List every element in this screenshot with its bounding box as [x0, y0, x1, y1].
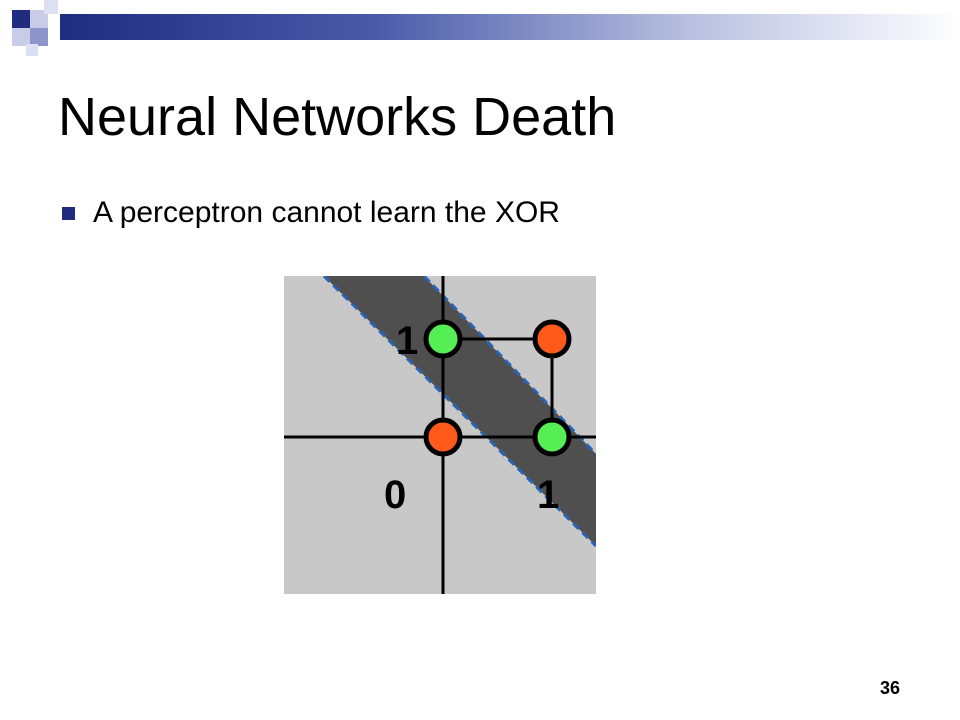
axis-label-x1: 1	[537, 473, 559, 517]
decor-square-mid	[30, 28, 48, 46]
point-1-0	[532, 417, 572, 457]
boundary-line-upper	[422, 276, 596, 456]
decor-square-light	[26, 44, 38, 56]
axis-label-y1: 1	[396, 319, 418, 363]
points-layer	[423, 319, 572, 457]
slide-title: Neural Networks Death	[58, 87, 617, 147]
point-1-1	[532, 319, 572, 359]
xor-figure: 1 0 1	[284, 276, 596, 594]
decor-square-light	[44, 0, 58, 14]
decor-square-light	[30, 10, 48, 28]
decor-square-navy	[12, 10, 30, 28]
axis-label-x0: 0	[384, 473, 406, 517]
boundary-line-lower	[322, 276, 596, 548]
decor-square-light	[12, 28, 30, 46]
bullet-square-icon	[62, 206, 75, 220]
point-0-0	[423, 417, 463, 457]
point-0-1	[423, 319, 463, 359]
bullet-item: A perceptron cannot learn the XOR	[62, 196, 560, 230]
bullet-text: A perceptron cannot learn the XOR	[93, 196, 560, 229]
page-number: 36	[879, 678, 901, 698]
title-gradient-bar	[60, 14, 960, 40]
